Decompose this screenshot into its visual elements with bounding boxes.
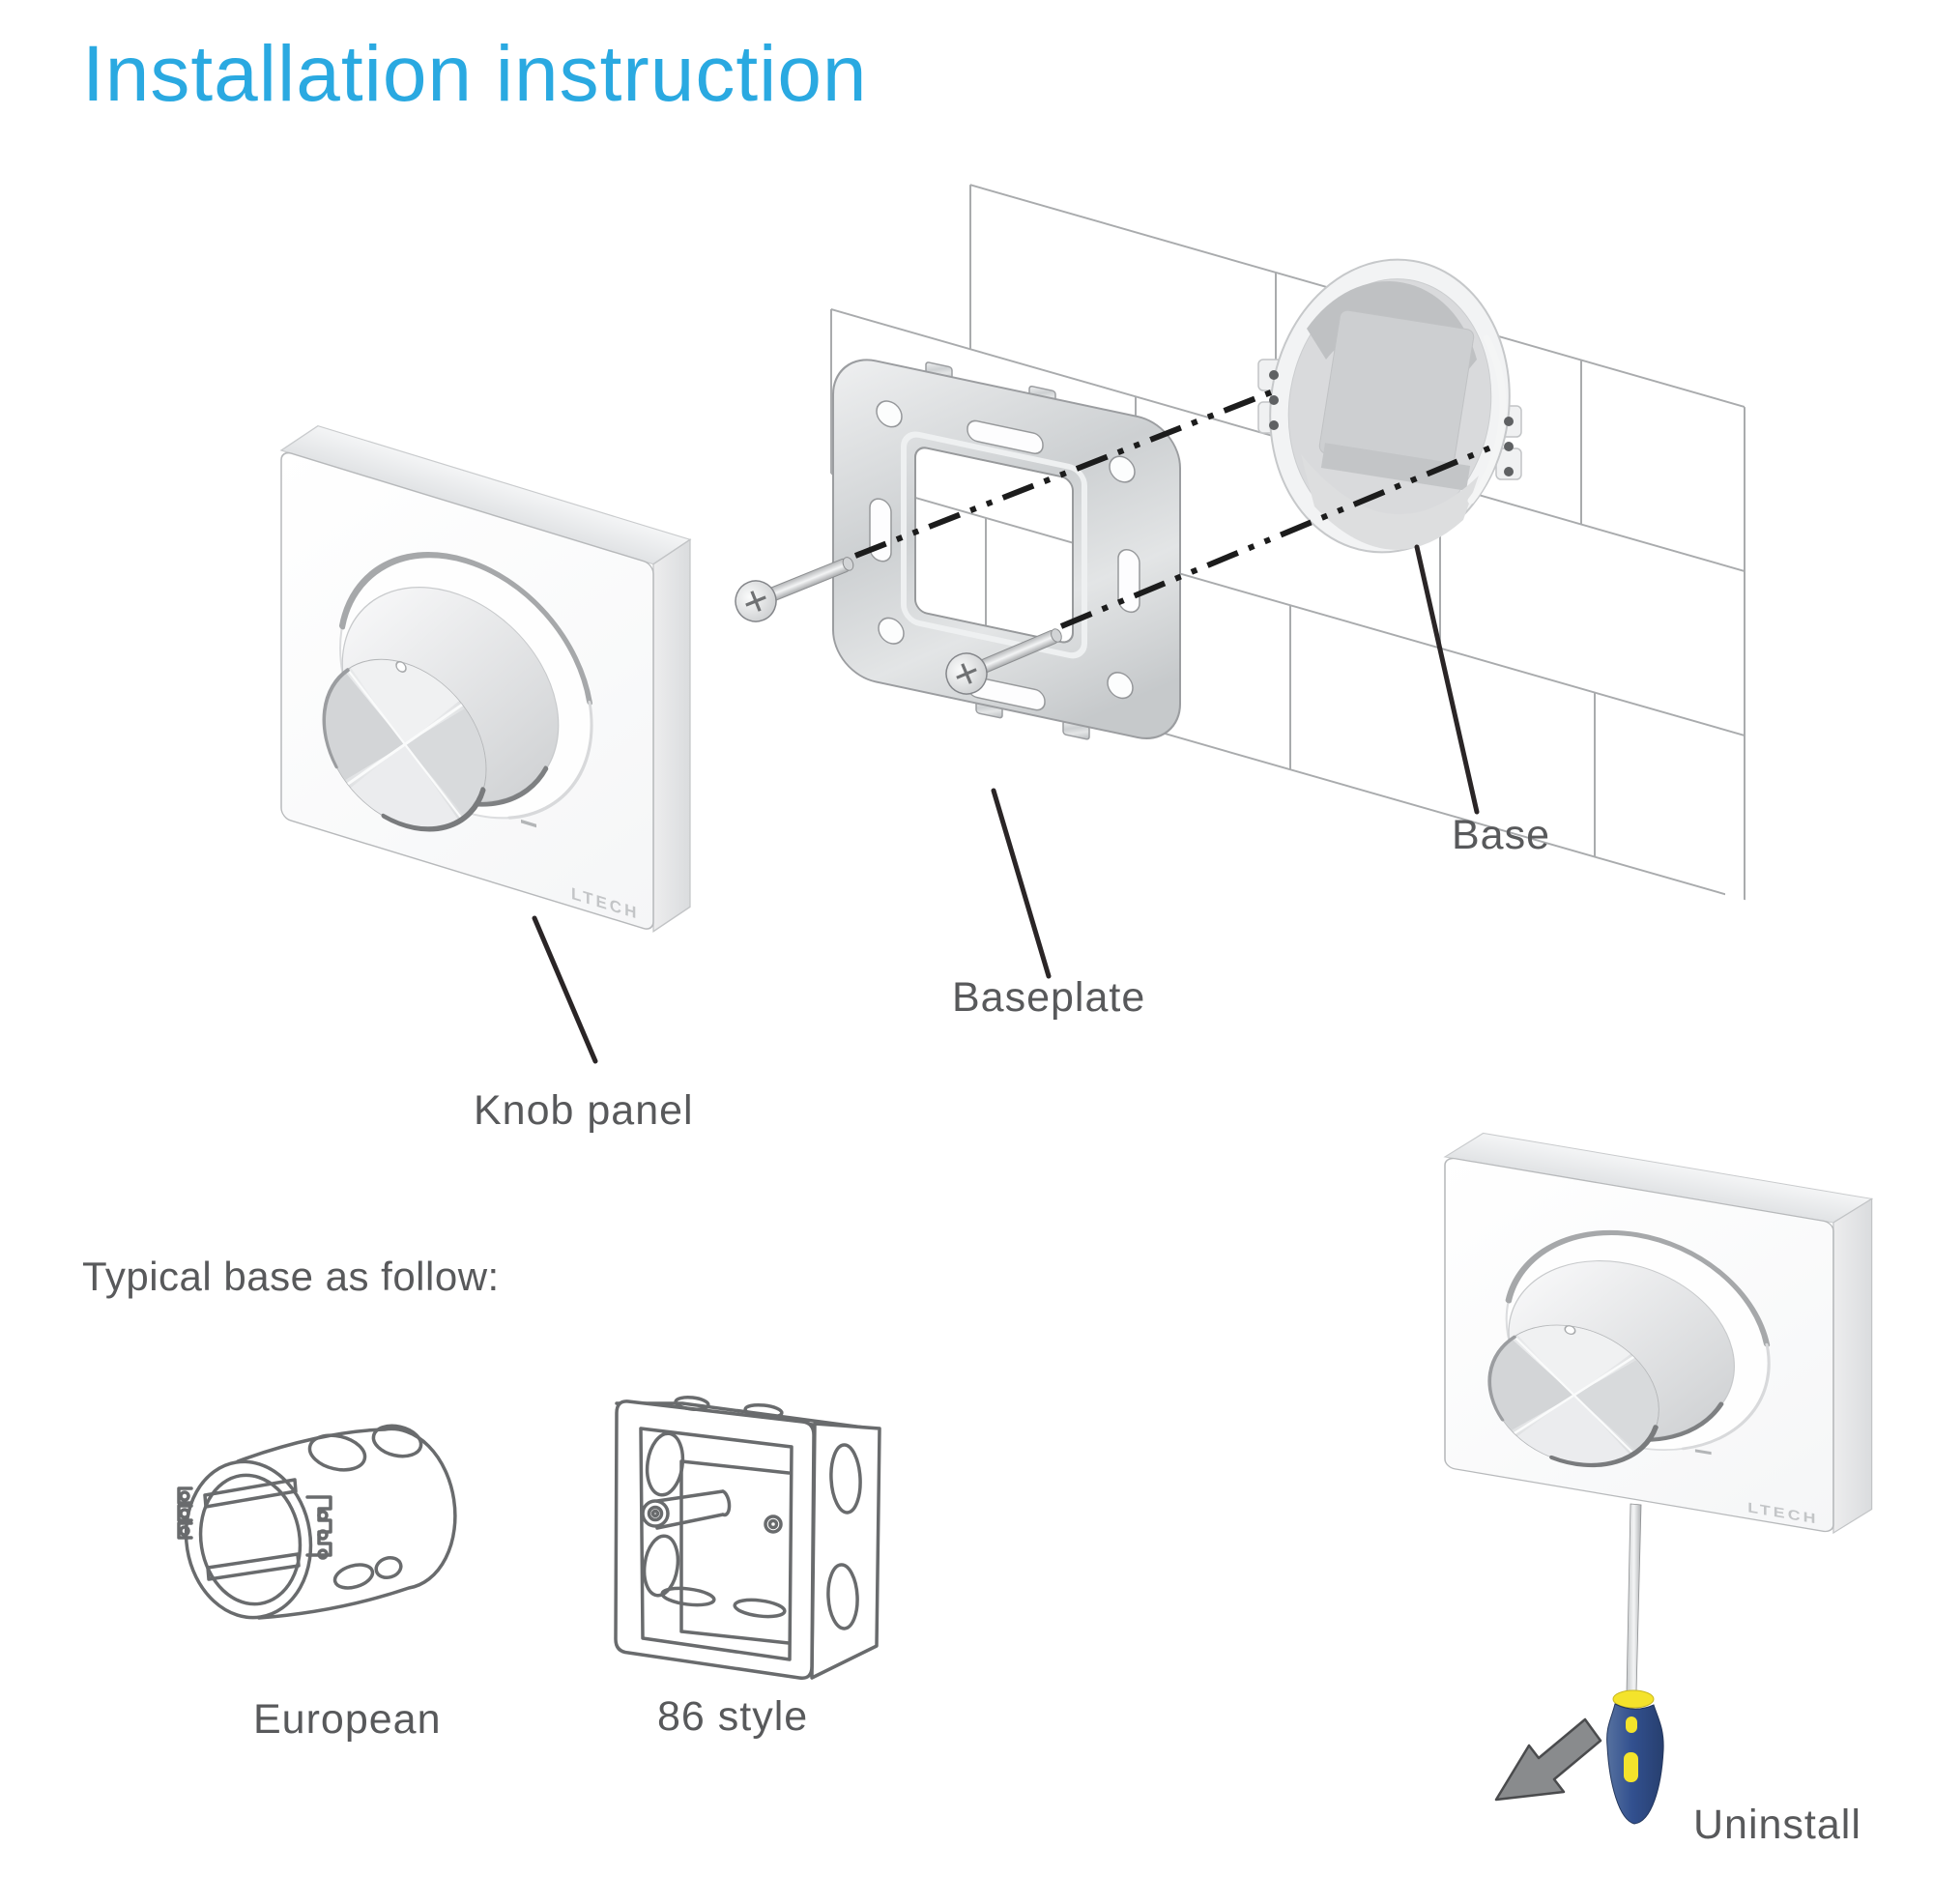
label-european: European [253,1696,442,1743]
knockout-hole [332,1563,375,1590]
screwdriver-shaft [1626,1503,1642,1694]
base-contact-dots [1269,370,1514,476]
handle-inlay [1624,1752,1638,1782]
knockout-hole [733,1598,787,1619]
label-baseplate: Baseplate [952,974,1145,1021]
knockout-hole [307,1433,367,1472]
side-clip [305,1495,332,1557]
screwdriver-icon [1606,1503,1664,1825]
alignment-guide-line-upper [853,388,1278,559]
knockout-hole [674,1396,710,1411]
knockout-hole [829,1443,862,1515]
leader-lines [532,544,1480,1064]
baseplate-screw-holes [876,400,1136,700]
base-inner-floor [1301,454,1479,550]
baseplate-slots [869,419,1140,711]
wall-tiles [830,184,1745,901]
knockout-hole [371,1424,423,1458]
baseplate-window-rim [901,431,1087,659]
leader-line-baseplate [991,788,1052,979]
alignment-guide-lines [853,388,1495,629]
knockout-hole [743,1402,784,1420]
screw-boss [655,1489,732,1530]
screw-right-icon [945,628,1062,695]
mounting-bracket-lines [203,1478,301,1581]
label-86-style: 86 style [657,1693,808,1740]
knockout-hole [826,1563,859,1630]
knockout-hole [660,1586,716,1607]
label-uninstall: Uninstall [1693,1802,1861,1848]
style-86-box-illustration [614,1396,881,1680]
knockout-hole [645,1431,685,1497]
alignment-guide-line-lower [1059,444,1495,629]
phillips-cross-icon [745,591,766,612]
baseplate-illustration [832,359,1181,740]
knockout-hole [374,1555,403,1580]
leader-line-base [1414,544,1480,815]
page-title: Installation instruction [82,30,868,118]
label-knob-panel: Knob panel [474,1087,694,1134]
knockout-hole [642,1534,680,1598]
label-base: Base [1452,812,1550,858]
screw-left-icon [735,557,854,622]
european-box-illustration [177,1424,457,1620]
knob-panel-illustration [281,415,690,942]
base-illustration [1257,258,1522,554]
leader-line-knob-panel [532,915,598,1064]
uninstall-panel-illustration [1445,1127,1872,1540]
base-inner-shelf [1320,443,1471,491]
base-inner-top-shadow [1307,280,1477,387]
side-clip [177,1486,193,1540]
phillips-cross-icon [956,663,977,684]
handle-inlay [1626,1716,1637,1733]
screwdriver-collar [1612,1689,1655,1709]
section-heading-typical-base: Typical base as follow: [82,1254,500,1299]
pull-direction-arrow-icon [1494,1717,1602,1802]
